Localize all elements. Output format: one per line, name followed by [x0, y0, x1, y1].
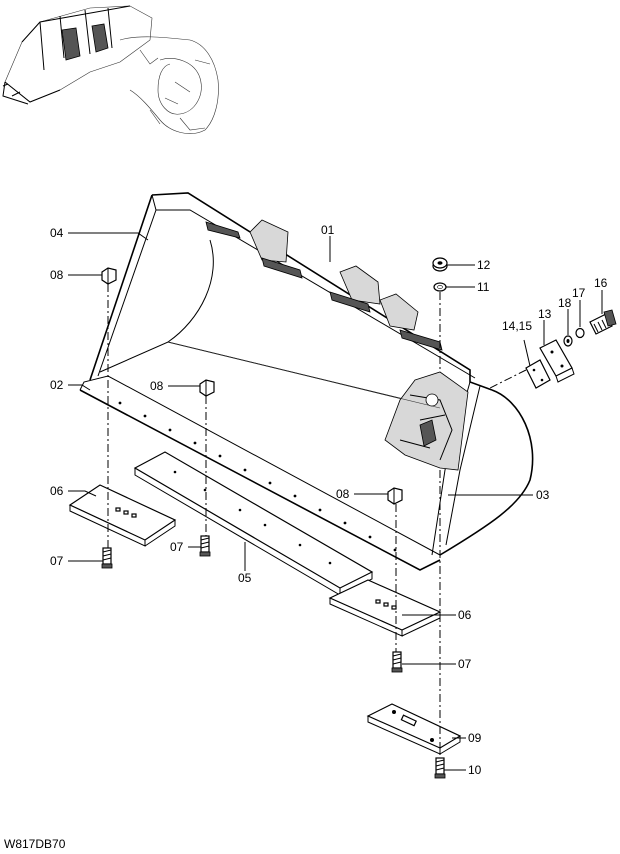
side-reinforcement — [384, 371, 469, 471]
label-07-mid: 07 — [170, 540, 184, 554]
bolt-07-c — [391, 651, 403, 673]
label-07-right: 07 — [458, 657, 472, 671]
label-08-mid: 08 — [150, 379, 164, 393]
label-12: 12 — [477, 258, 491, 272]
leader-lines — [68, 232, 603, 771]
label-06-right: 06 — [458, 608, 472, 622]
wear-plate-right — [328, 579, 442, 637]
label-06-left: 06 — [50, 484, 64, 498]
machine-thumbnail — [2, 5, 219, 134]
bolt-07-b — [199, 535, 211, 557]
label-04: 04 — [50, 226, 64, 240]
washer-18 — [563, 335, 573, 347]
side-cutter-plate-13 — [539, 339, 575, 383]
label-10: 10 — [468, 763, 482, 777]
bucket-body — [79, 192, 534, 571]
label-16: 16 — [594, 276, 608, 290]
cutting-edge-holes — [118, 401, 397, 552]
label-18: 18 — [558, 296, 572, 310]
label-02: 02 — [50, 378, 64, 392]
bolt-10 — [434, 757, 446, 779]
nut-12 — [432, 257, 448, 272]
drawing-code: W817DB70 — [4, 837, 66, 851]
label-03: 03 — [536, 488, 550, 502]
part-labels: 01 02 03 04 05 06 06 07 07 07 08 08 08 0… — [50, 223, 608, 777]
cutting-edge-plate — [133, 451, 374, 596]
bolt-16 — [589, 309, 617, 335]
label-11: 11 — [477, 280, 490, 294]
label-13: 13 — [538, 307, 552, 321]
label-08-left: 08 — [50, 268, 64, 282]
wear-plate-left — [68, 484, 177, 547]
wear-plate-09 — [366, 703, 462, 755]
label-05: 05 — [238, 571, 252, 585]
label-14-15: 14,15 — [502, 319, 532, 333]
label-08-right: 08 — [336, 487, 350, 501]
centerlines — [107, 284, 527, 758]
label-01: 01 — [321, 223, 335, 237]
washer-11 — [433, 282, 447, 292]
nut-08-a — [101, 267, 117, 285]
shim-14-15 — [525, 359, 551, 389]
label-07-left: 07 — [50, 554, 64, 568]
label-17: 17 — [572, 286, 586, 300]
label-09: 09 — [468, 731, 482, 745]
nut-08-b — [199, 379, 215, 397]
nut-08-c — [387, 487, 403, 505]
spring-washer-17 — [575, 327, 585, 339]
bolt-07-a — [101, 547, 113, 569]
